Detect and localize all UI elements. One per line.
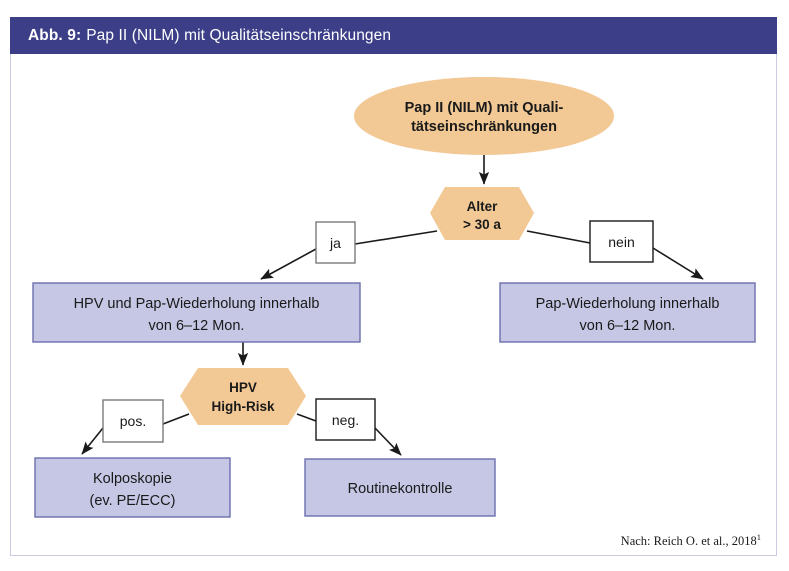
figure-header: Abb. 9: Pap II (NILM) mit Qualitätseinsc… <box>10 17 777 54</box>
source-note-superscript: 1 <box>756 532 761 542</box>
figure-title: Pap II (NILM) mit Qualitätseinschränkung… <box>86 26 392 44</box>
figure-frame <box>10 17 777 556</box>
figure-number-label: Abb. 9: <box>28 26 82 44</box>
source-note: Nach: Reich O. et al., 20181 <box>621 532 761 549</box>
source-note-text: Nach: Reich O. et al., 2018 <box>620 534 757 549</box>
